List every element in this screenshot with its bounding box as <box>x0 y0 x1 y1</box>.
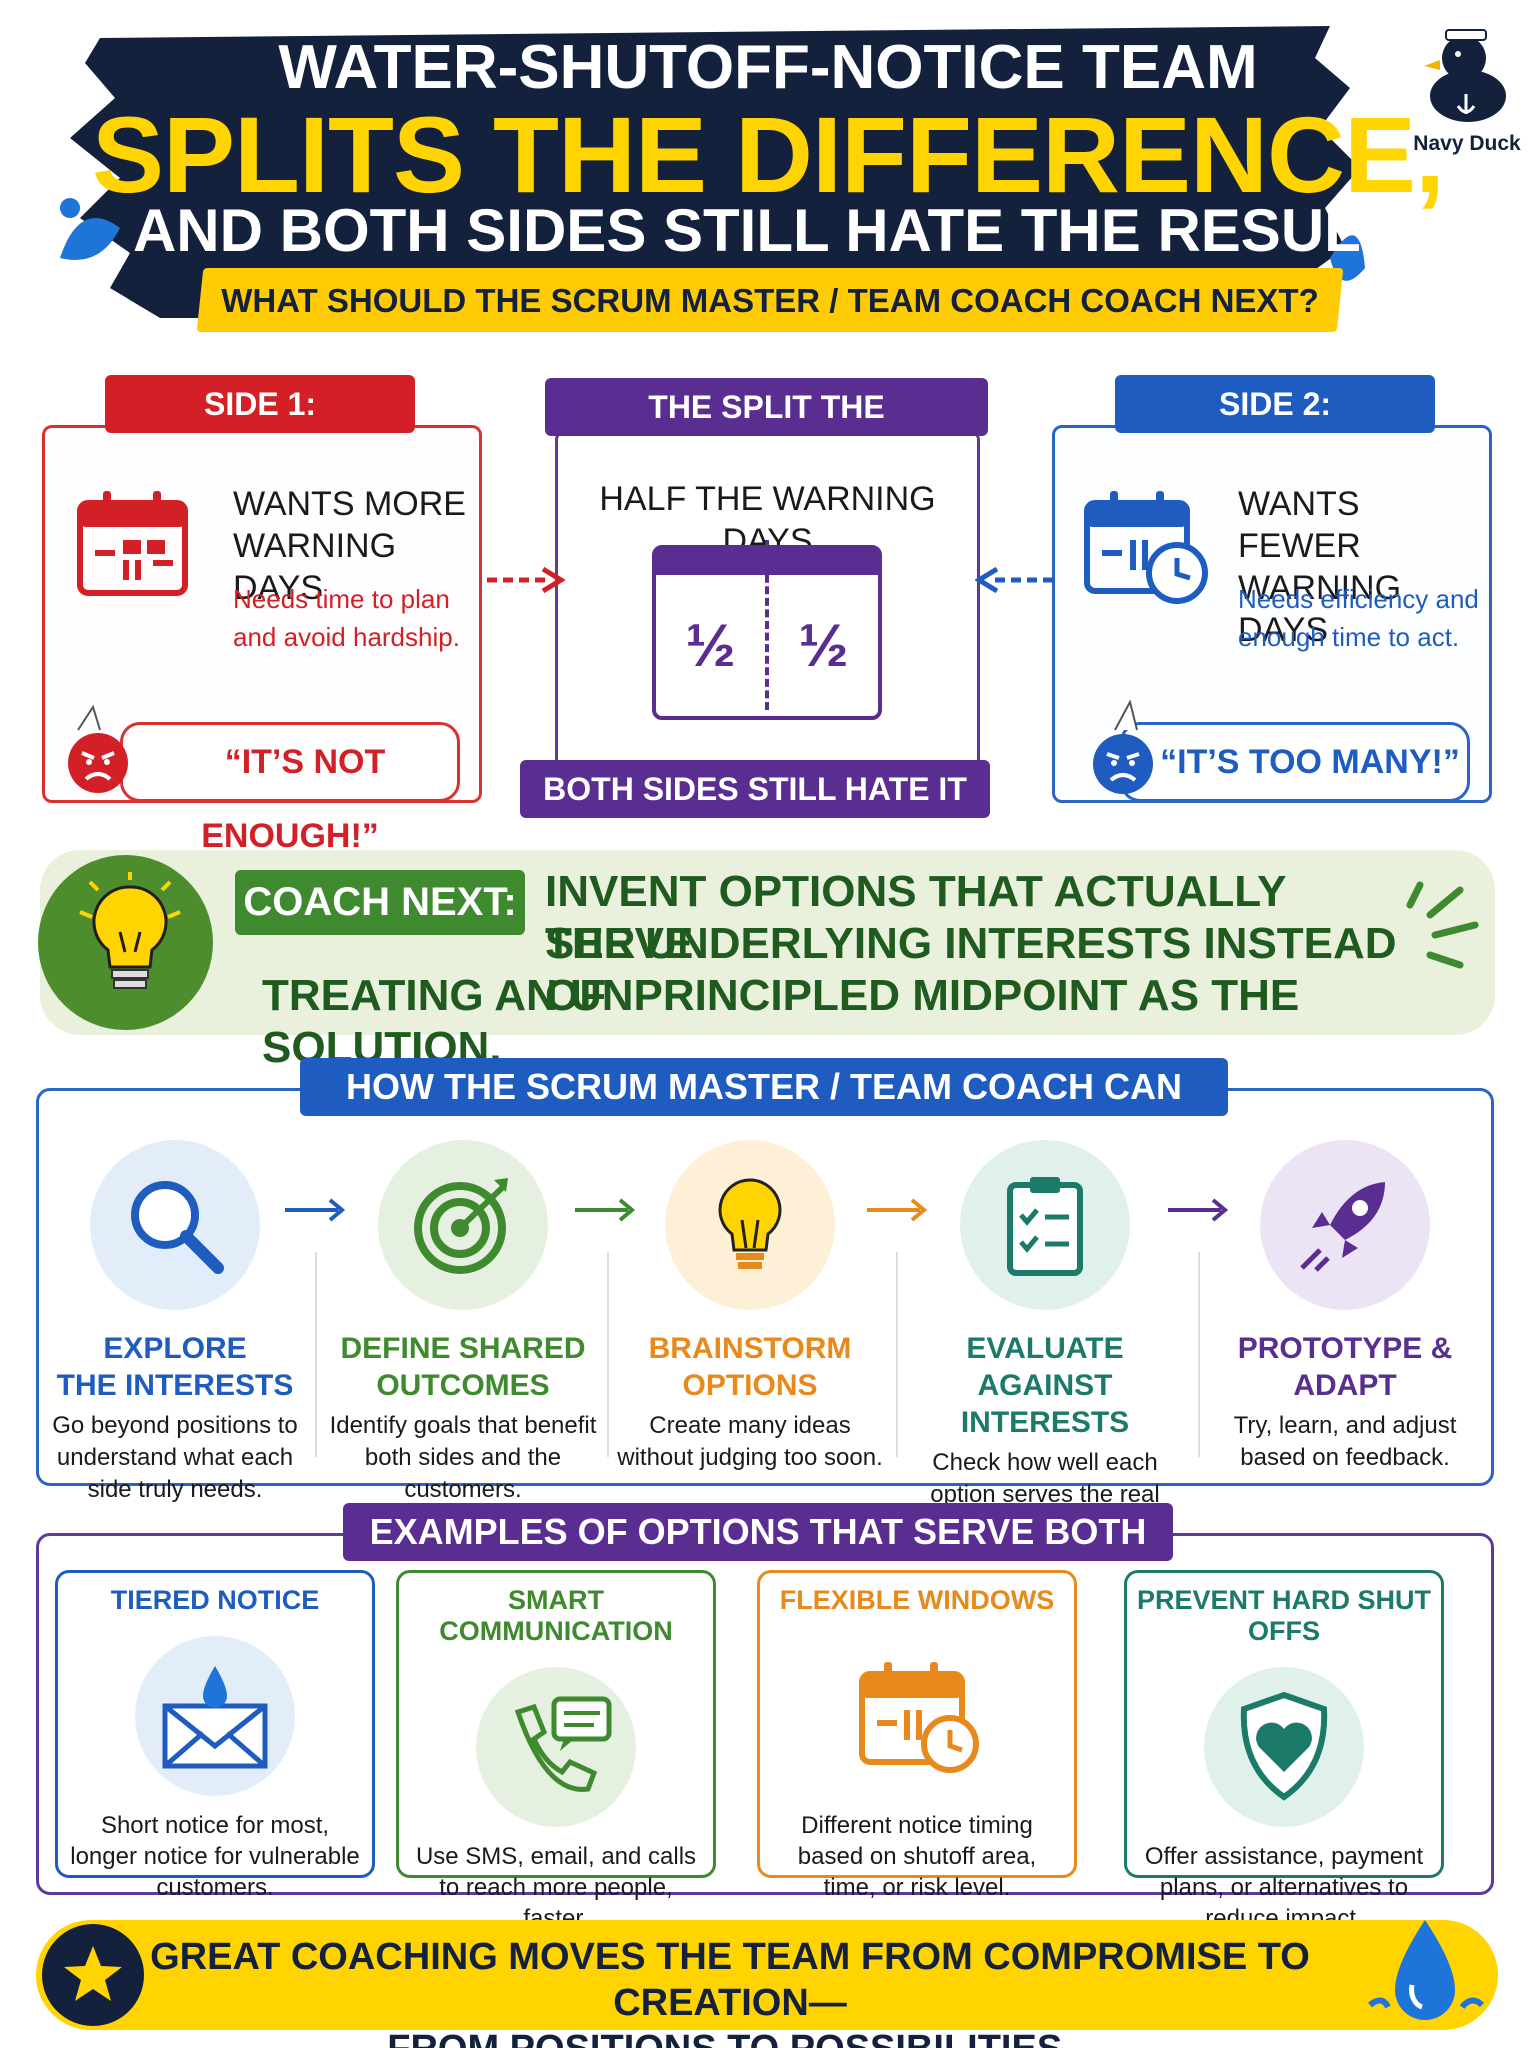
step-title: EXPLORE <box>103 1332 247 1365</box>
frustrated-face-icon <box>1093 700 1153 794</box>
split-tag: THE SPLIT THE DIFFERENCE <box>545 378 988 483</box>
footer-line-1: GREAT COACHING MOVES THE TEAM FROM COMPR… <box>150 1936 1310 2024</box>
side1-title: WANTS MORE WARNING DAYS <box>233 485 466 607</box>
step-divider <box>1198 1252 1200 1457</box>
subtitle: WHAT SHOULD THE SCRUM MASTER / TEAM COAC… <box>221 282 1319 319</box>
side1-tag: SIDE 1: CUSTOMERS <box>105 375 415 480</box>
shield-heart-icon <box>1204 1667 1364 1827</box>
coach-next-tag: COACH NEXT: <box>235 870 525 935</box>
step-divider <box>315 1252 317 1457</box>
step-desc: Identify goals that benefit both sides a… <box>329 1412 597 1503</box>
angry-face-icon <box>68 705 128 793</box>
arrow-right-icon <box>285 1198 346 1222</box>
card-title: PREVENT HARD SHUT OFFS <box>1136 1585 1432 1646</box>
lightbulb-icon <box>665 1140 835 1310</box>
step-desc: Try, learn, and adjust based on feedback… <box>1233 1412 1457 1471</box>
card-title: TIERED NOTICE <box>110 1585 320 1615</box>
arrow-right-icon <box>487 566 565 594</box>
headline-line-1: WATER-SHUTOFF-NOTICE TEAM <box>278 33 1258 102</box>
step-define: DEFINE SHARED OUTCOMES Identify goals tha… <box>328 1140 598 1506</box>
step-divider <box>896 1252 898 1457</box>
arrow-right-icon <box>867 1198 928 1222</box>
half-right: ½ <box>798 611 849 679</box>
step-desc: Go beyond positions to understand what e… <box>52 1412 298 1503</box>
step-title: PROTOTYPE & <box>1237 1332 1453 1365</box>
footer-banner <box>36 1920 1498 2030</box>
card-title: FLEXIBLE WINDOWS <box>779 1585 1055 1615</box>
brand-label: Navy Duck <box>1413 132 1521 155</box>
example-card-smart: SMART COMMUNICATION Use SMS, email, and … <box>396 1570 716 1932</box>
star-icon-circle <box>42 1924 144 2026</box>
split-title: HALF THE WARNING DAYS <box>599 480 936 560</box>
star-icon <box>64 1946 122 2001</box>
calendar-clock-icon <box>1084 491 1208 604</box>
split-calendar: ½ ½ <box>652 540 882 720</box>
arrow-right-icon <box>575 1198 636 1222</box>
headline-line-2: SPLITS THE DIFFERENCE, <box>91 94 1445 215</box>
navy-duck-logo-icon <box>1424 29 1506 122</box>
step-desc: Create many ideas without judging too so… <box>617 1412 883 1471</box>
example-card-prevent: PREVENT HARD SHUT OFFS Offer assistance,… <box>1124 1570 1444 1932</box>
side2-title: WANTS FEWER WARNING DAYS <box>1238 485 1402 649</box>
side2-tag: SIDE 2: OPERATIONS <box>1115 375 1435 480</box>
card-title: SMART COMMUNICATION <box>439 1585 673 1646</box>
card-desc: Different notice timing based on shutoff… <box>797 1812 1037 1901</box>
coach-line-2: THE UNDERLYING INTERESTS INSTEAD OF <box>545 919 1397 1020</box>
step-title: DEFINE SHARED <box>340 1332 586 1365</box>
side2-desc: Needs efficiency and enough time to act. <box>1238 584 1479 652</box>
lightbulb-icon <box>79 872 181 989</box>
step-divider <box>607 1252 609 1457</box>
magnifier-icon <box>90 1140 260 1310</box>
target-icon <box>378 1140 548 1310</box>
water-drop-icon <box>1368 1920 1485 2020</box>
side1-quote-bubble: “IT’S NOT ENOUGH!” <box>120 722 460 855</box>
step-explore: EXPLORE THE INTERESTS Go beyond positions… <box>40 1140 310 1506</box>
example-card-flexible: FLEXIBLE WINDOWS Different notice timing… <box>757 1570 1077 1901</box>
burst-lines-icon <box>1406 881 1479 969</box>
arrow-left-icon <box>975 566 1053 594</box>
step-title: INTERESTS <box>960 1406 1130 1439</box>
side2-quote: “IT’S TOO MANY!” <box>1160 743 1460 781</box>
envelope-drop-icon <box>135 1636 295 1796</box>
headline-line-3: AND BOTH SIDES STILL HATE THE RESULT. <box>132 197 1404 264</box>
footer-text: GREAT COACHING MOVES THE TEAM FROM COMPR… <box>150 1934 1310 2048</box>
side2-quote-bubble: “IT’S TOO MANY!” <box>1120 722 1470 802</box>
examples-tag: EXAMPLES OF OPTIONS THAT SERVE BOTH SIDE… <box>343 1503 1173 1610</box>
step-prototype: PROTOTYPE & ADAPT Try, learn, and adjust … <box>1210 1140 1480 1474</box>
split-bottom-tag: BOTH SIDES STILL HATE IT <box>520 760 990 818</box>
step-title: THE INTERESTS <box>56 1369 294 1402</box>
checklist-icon <box>960 1140 1130 1310</box>
half-left: ½ <box>685 611 736 679</box>
step-title: EVALUATE AGAINST <box>966 1332 1124 1402</box>
side1-desc: Needs time to plan and avoid hardship. <box>233 584 460 652</box>
step-title: ADAPT <box>1293 1369 1397 1402</box>
step-title: OUTCOMES <box>376 1369 550 1402</box>
step-brainstorm: BRAINSTORM OPTIONS Create many ideas with… <box>615 1140 885 1474</box>
coach-line-1: INVENT OPTIONS THAT ACTUALLY SERVE <box>545 867 1286 968</box>
step-title: OPTIONS <box>682 1369 818 1402</box>
card-desc: Short notice for most, longer notice for… <box>70 1812 360 1901</box>
guide-tag: HOW THE SCRUM MASTER / TEAM COACH CAN GU… <box>300 1058 1228 1165</box>
step-title: BRAINSTORM <box>648 1332 852 1365</box>
footer-line-2: FROM POSITIONS TO POSSIBILITIES. <box>150 2026 1310 2048</box>
card-desc: Offer assistance, payment plans, or alte… <box>1144 1843 1424 1932</box>
calendar-clock-icon <box>837 1636 997 1796</box>
arrow-right-icon <box>1168 1198 1229 1222</box>
example-card-tiered: TIERED NOTICE Short notice for most, lon… <box>55 1570 375 1901</box>
phone-chat-icon <box>476 1667 636 1827</box>
calendar-icon <box>77 491 188 596</box>
rocket-icon <box>1260 1140 1430 1310</box>
side1-quote: “IT’S NOT ENOUGH!” <box>201 743 386 855</box>
